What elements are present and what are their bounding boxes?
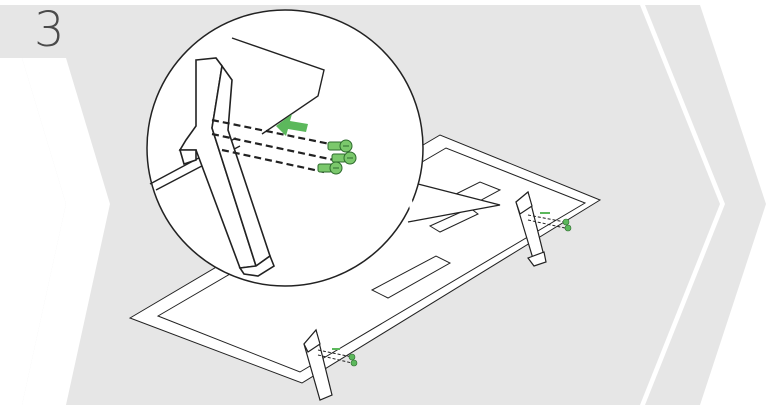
right-screw-icons [562, 218, 572, 232]
right-chevron [645, 5, 766, 405]
left-screws-detail [317, 349, 353, 364]
right-screws-detail [527, 214, 566, 229]
screw-icon [317, 139, 357, 175]
left-chevron-gap [0, 58, 66, 405]
magnified-stand [178, 57, 275, 277]
left-screw-icons [348, 353, 358, 367]
left-chevron-gap-inner [22, 58, 110, 405]
screw-head-slots [333, 145, 353, 169]
step-number: 3 [34, 2, 65, 58]
arrow-left-icon [276, 114, 308, 136]
left-stand [303, 328, 333, 401]
screw-guide-lines [211, 118, 335, 174]
right-chevron-shape [645, 5, 766, 405]
right-stand [515, 190, 547, 267]
